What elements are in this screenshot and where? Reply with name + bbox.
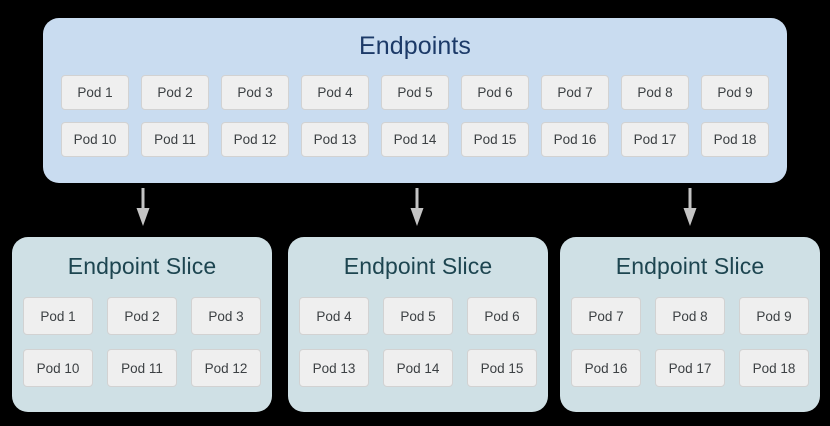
pod-box: Pod 4 bbox=[301, 75, 369, 110]
endpoint-slice-title: Endpoint Slice bbox=[615, 253, 765, 279]
endpoint-slice-title: Endpoint Slice bbox=[67, 253, 217, 279]
pod-row: Pod 1 Pod 2 Pod 3 Pod 4 Pod 5 Pod 6 Pod 7 Pod 8… bbox=[43, 75, 787, 110]
pod-box: Pod 5 bbox=[383, 297, 453, 335]
endpoints-pod-grid: Pod 1 Pod 2 Pod 3 Pod 4 Pod 5 Pod 6 Pod 7 Pod 8… bbox=[43, 75, 787, 157]
pod-box: Pod 10 bbox=[61, 122, 129, 157]
pod-box: Pod 13 bbox=[299, 349, 369, 387]
endpoint-slice-pod-grid: Pod 4 Pod 5 Pod 6 Pod 13 Pod 14 Pod 15 bbox=[288, 297, 548, 387]
pod-box: Pod 2 bbox=[141, 75, 209, 110]
endpoint-slice-pod-grid: Pod 7 Pod 8 Pod 9 Pod 16 Pod 17 Pod 18 bbox=[560, 297, 820, 387]
pod-box: Pod 9 bbox=[739, 297, 809, 335]
pod-row: Pod 4 Pod 5 Pod 6 bbox=[288, 297, 548, 335]
pod-box: Pod 1 bbox=[61, 75, 129, 110]
pod-row: Pod 10 Pod 11 Pod 12 Pod 13 Pod 14 Pod 15 Pod … bbox=[43, 122, 787, 157]
pod-box: Pod 6 bbox=[467, 297, 537, 335]
pod-box: Pod 4 bbox=[299, 297, 369, 335]
pod-box: Pod 15 bbox=[467, 349, 537, 387]
pod-box: Pod 17 bbox=[621, 122, 689, 157]
pod-box: Pod 15 bbox=[461, 122, 529, 157]
pod-row: Pod 10 Pod 11 Pod 12 bbox=[12, 349, 272, 387]
pod-row: Pod 1 Pod 2 Pod 3 bbox=[12, 297, 272, 335]
arrow-to-slice-2-icon bbox=[405, 188, 429, 226]
pod-box: Pod 13 bbox=[301, 122, 369, 157]
pod-row: Pod 16 Pod 17 Pod 18 bbox=[560, 349, 820, 387]
pod-box: Pod 18 bbox=[701, 122, 769, 157]
pod-box: Pod 14 bbox=[381, 122, 449, 157]
pod-box: Pod 8 bbox=[655, 297, 725, 335]
pod-box: Pod 11 bbox=[107, 349, 177, 387]
arrow-to-slice-3-icon bbox=[678, 188, 702, 226]
pod-box: Pod 10 bbox=[23, 349, 93, 387]
pod-box: Pod 17 bbox=[655, 349, 725, 387]
pod-box: Pod 5 bbox=[381, 75, 449, 110]
endpoints-title: Endpoints bbox=[358, 32, 472, 60]
pod-box: Pod 2 bbox=[107, 297, 177, 335]
pod-row: Pod 7 Pod 8 Pod 9 bbox=[560, 297, 820, 335]
pod-box: Pod 3 bbox=[221, 75, 289, 110]
endpoint-slice-title: Endpoint Slice bbox=[343, 253, 493, 279]
pod-box: Pod 7 bbox=[541, 75, 609, 110]
pod-box: Pod 16 bbox=[541, 122, 609, 157]
pod-box: Pod 14 bbox=[383, 349, 453, 387]
pod-box: Pod 12 bbox=[191, 349, 261, 387]
pod-box: Pod 11 bbox=[141, 122, 209, 157]
pod-box: Pod 18 bbox=[739, 349, 809, 387]
pod-box: Pod 8 bbox=[621, 75, 689, 110]
pod-box: Pod 7 bbox=[571, 297, 641, 335]
pod-box: Pod 1 bbox=[23, 297, 93, 335]
endpoints-panel: Endpoints Pod 1 Pod 2 Pod 3 Pod 4 Pod 5 Pod 6… bbox=[43, 18, 787, 183]
pod-box: Pod 12 bbox=[221, 122, 289, 157]
pod-box: Pod 3 bbox=[191, 297, 261, 335]
arrow-to-slice-1-icon bbox=[131, 188, 155, 226]
pod-box: Pod 9 bbox=[701, 75, 769, 110]
pod-row: Pod 13 Pod 14 Pod 15 bbox=[288, 349, 548, 387]
endpoint-slice-pod-grid: Pod 1 Pod 2 Pod 3 Pod 10 Pod 11 Pod 12 bbox=[12, 297, 272, 387]
pod-box: Pod 6 bbox=[461, 75, 529, 110]
pod-box: Pod 16 bbox=[571, 349, 641, 387]
